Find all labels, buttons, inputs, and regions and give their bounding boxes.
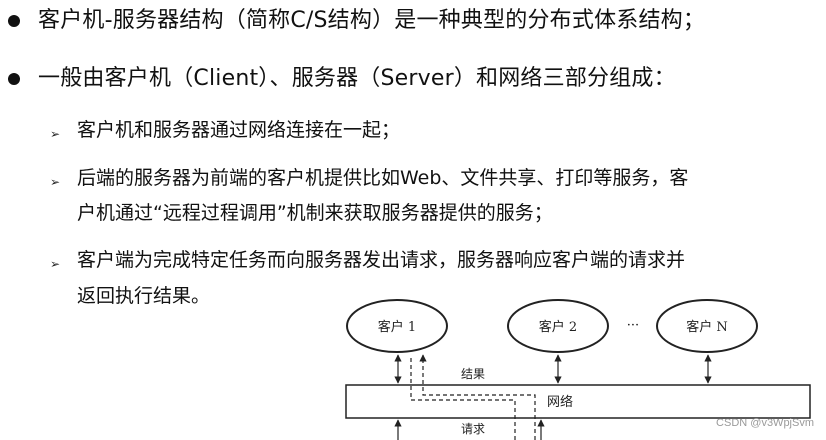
result-path: [410, 355, 516, 440]
sub-bullet-text: 后端的服务器为前端的客户机提供比如Web、文件共享、打印等服务，客: [77, 167, 689, 189]
ellipsis-label: ···: [627, 318, 639, 333]
client-label: 客户 1: [378, 319, 416, 335]
sub-bullet-text: 户机通过“远程过程调用”机制来获取服务器提供的服务；: [77, 202, 553, 224]
sub-bullet-text: 客户机和服务器通过网络连接在一起；: [77, 119, 401, 141]
sub-bullet-text: 返回执行结果。: [77, 285, 211, 307]
bullet-dot: [8, 73, 20, 85]
network-label: 网络: [547, 394, 573, 410]
arrow-bullet-icon: ➢: [50, 175, 61, 189]
bullet-text: 一般由客户机（Client）、服务器（Server）和网络三部分组成：: [38, 66, 676, 91]
bullet-text: 客户机-服务器结构（简称C/S结构）是一种典型的分布式体系结构；: [38, 8, 706, 33]
result-label: 结果: [461, 367, 485, 381]
client-node: [346, 299, 448, 353]
request-label: 请求: [461, 422, 485, 436]
sub-bullet-text: 客户端为完成特定任务而向服务器发出请求，服务器响应客户端的请求并: [77, 249, 686, 271]
client-node: [656, 299, 758, 353]
bullet-dot: [8, 15, 20, 27]
result-path: [419, 354, 536, 440]
client-node: [507, 299, 609, 353]
arrow-bullet-icon: ➢: [50, 257, 61, 271]
client-label: 客户 N: [686, 319, 728, 335]
network-bar: [345, 384, 811, 419]
arrow-bullet-icon: ➢: [50, 127, 61, 141]
client-label: 客户 2: [539, 319, 577, 335]
watermark-text: CSDN @v3WpjSvm: [716, 417, 814, 429]
